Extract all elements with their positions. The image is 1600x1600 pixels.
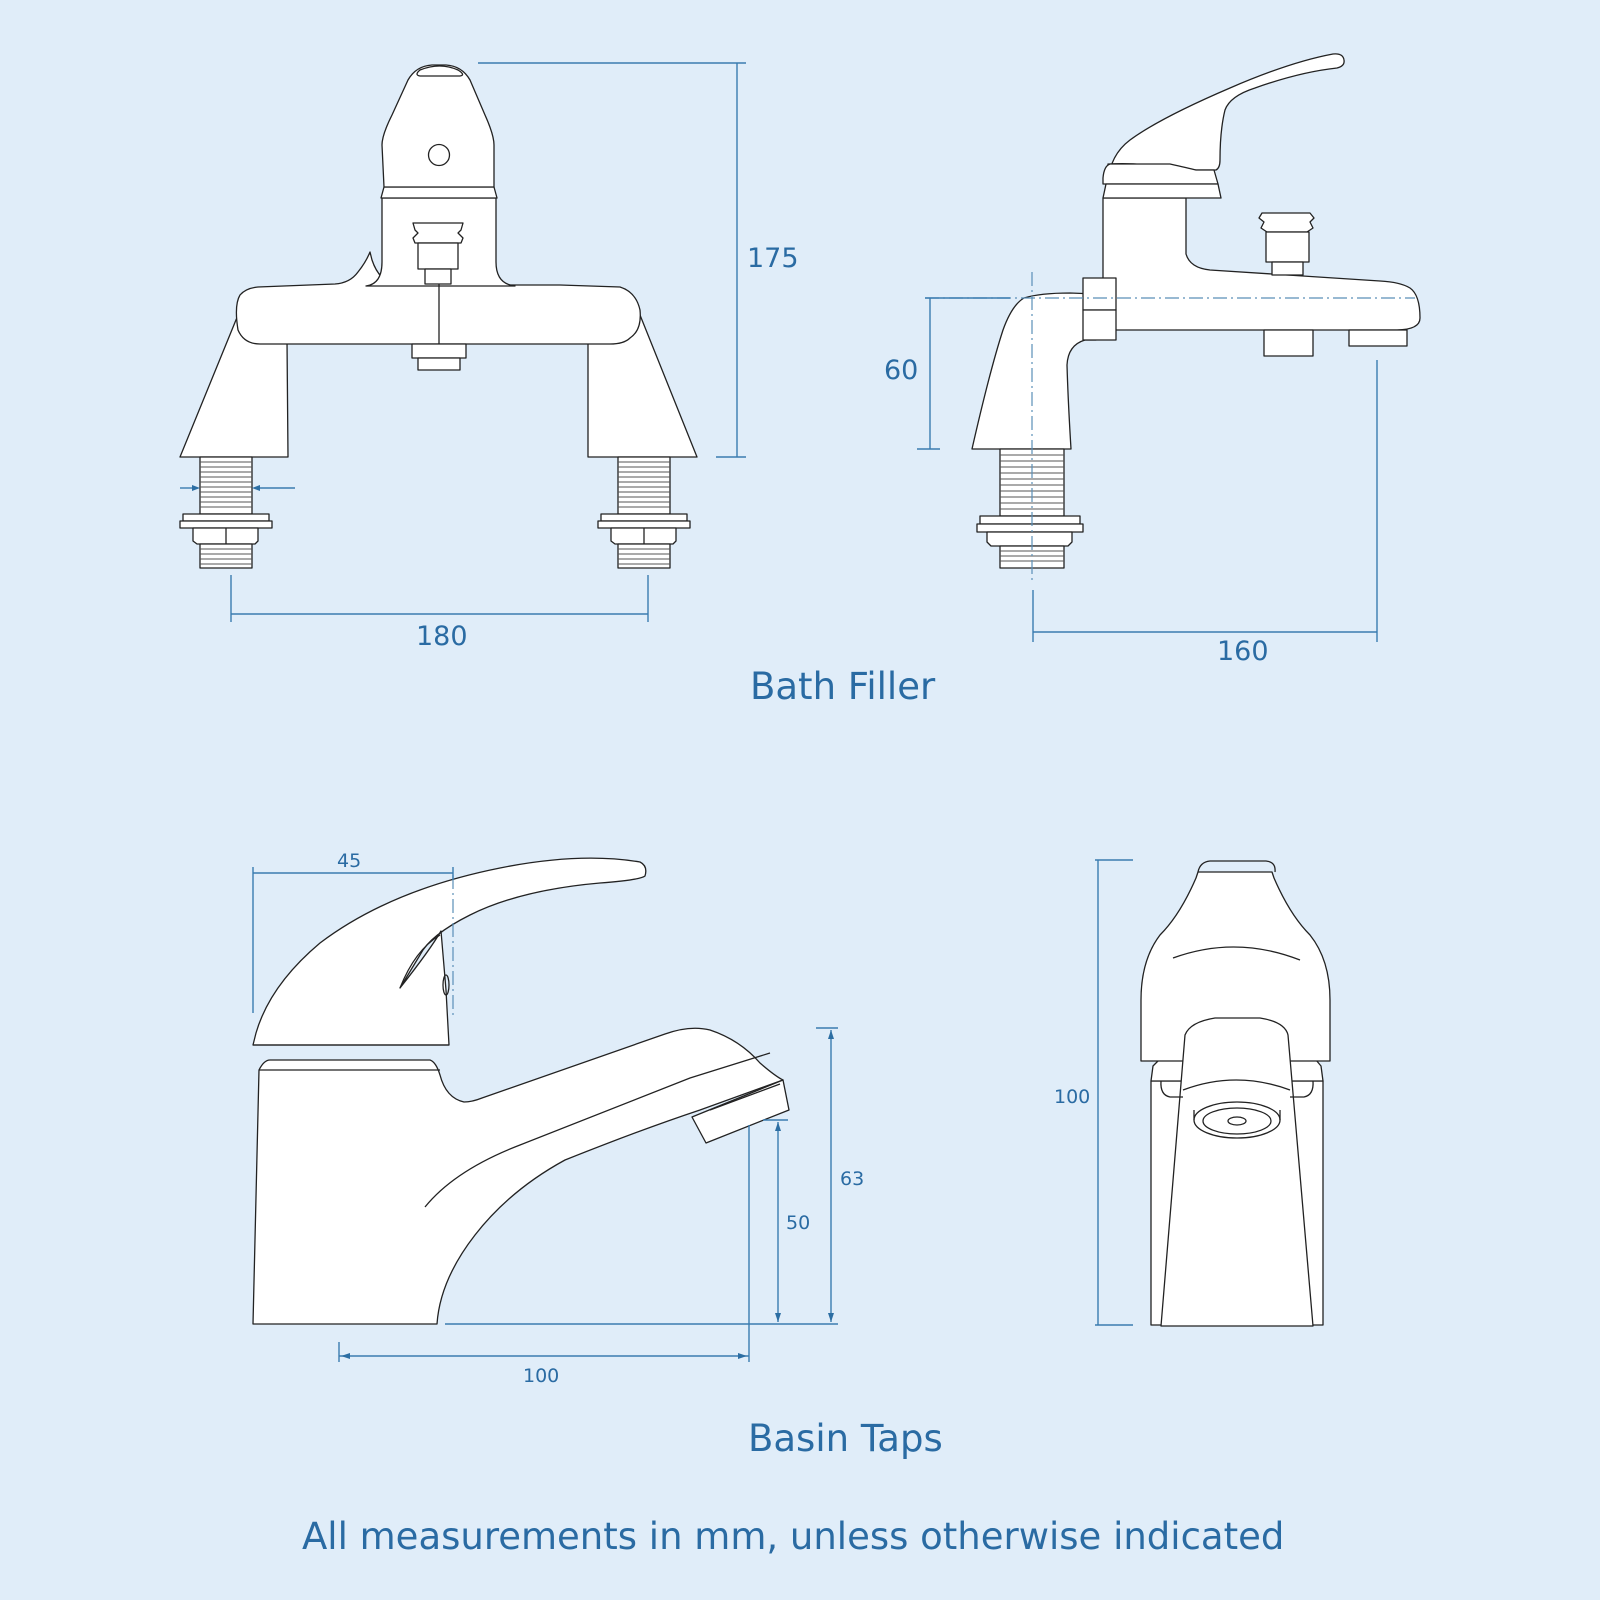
dim-label-180: 180 — [416, 621, 468, 652]
left-tail — [179, 456, 273, 569]
dim-label-175: 175 — [747, 243, 799, 274]
spout-outlet — [1348, 329, 1408, 347]
diverter-knob — [412, 222, 464, 244]
right-tail — [597, 456, 691, 569]
dim-label-45: 45 — [337, 850, 362, 872]
basin-tap-front-view — [1095, 859, 1331, 1327]
body-collar — [1102, 183, 1222, 199]
aerator — [691, 1079, 790, 1144]
aerator-ring — [1202, 1107, 1272, 1135]
measurements-footnote: All measurements in mm, unless otherwise… — [302, 1515, 1285, 1558]
outlet-nozzle — [417, 357, 461, 371]
union-nut — [1082, 277, 1117, 311]
bath-filler-front-view — [179, 62, 746, 622]
basin-body-spout — [252, 1027, 784, 1325]
basin-taps-title: Basin Taps — [748, 1417, 943, 1460]
dim-label-100-reach: 100 — [523, 1365, 560, 1387]
arrow-icon — [192, 485, 200, 491]
dim-label-160: 160 — [1217, 636, 1269, 667]
arrow-icon — [252, 485, 260, 491]
handle-screw-icon — [427, 143, 451, 167]
bath-filler-side-view — [917, 53, 1421, 642]
handle-cap — [381, 64, 495, 188]
front-spout — [1160, 1017, 1314, 1327]
diverter-base — [424, 268, 452, 285]
handle-top-oval — [416, 65, 464, 77]
dim-label-100-height: 100 — [1054, 1086, 1091, 1108]
inlet-leg — [971, 292, 1097, 450]
lever-collar — [1102, 163, 1219, 185]
spout-body — [1102, 197, 1421, 331]
outlet-ring — [411, 343, 467, 359]
side-diverter-knob — [1258, 212, 1315, 233]
diverter-stem — [417, 242, 459, 270]
dim-label-63: 63 — [840, 1168, 865, 1190]
side-outlet — [1263, 329, 1314, 357]
lever-handle — [1107, 53, 1345, 183]
dim-label-60: 60 — [884, 355, 919, 386]
front-lever — [1140, 871, 1331, 1062]
dim-label-50: 50 — [786, 1212, 811, 1234]
aerator-hole — [1227, 1116, 1247, 1126]
body-bar — [235, 251, 641, 345]
collar — [380, 186, 498, 199]
basin-tap-side-view — [252, 857, 838, 1362]
bath-filler-title: Bath Filler — [750, 665, 936, 708]
basin-lever — [252, 857, 647, 1046]
